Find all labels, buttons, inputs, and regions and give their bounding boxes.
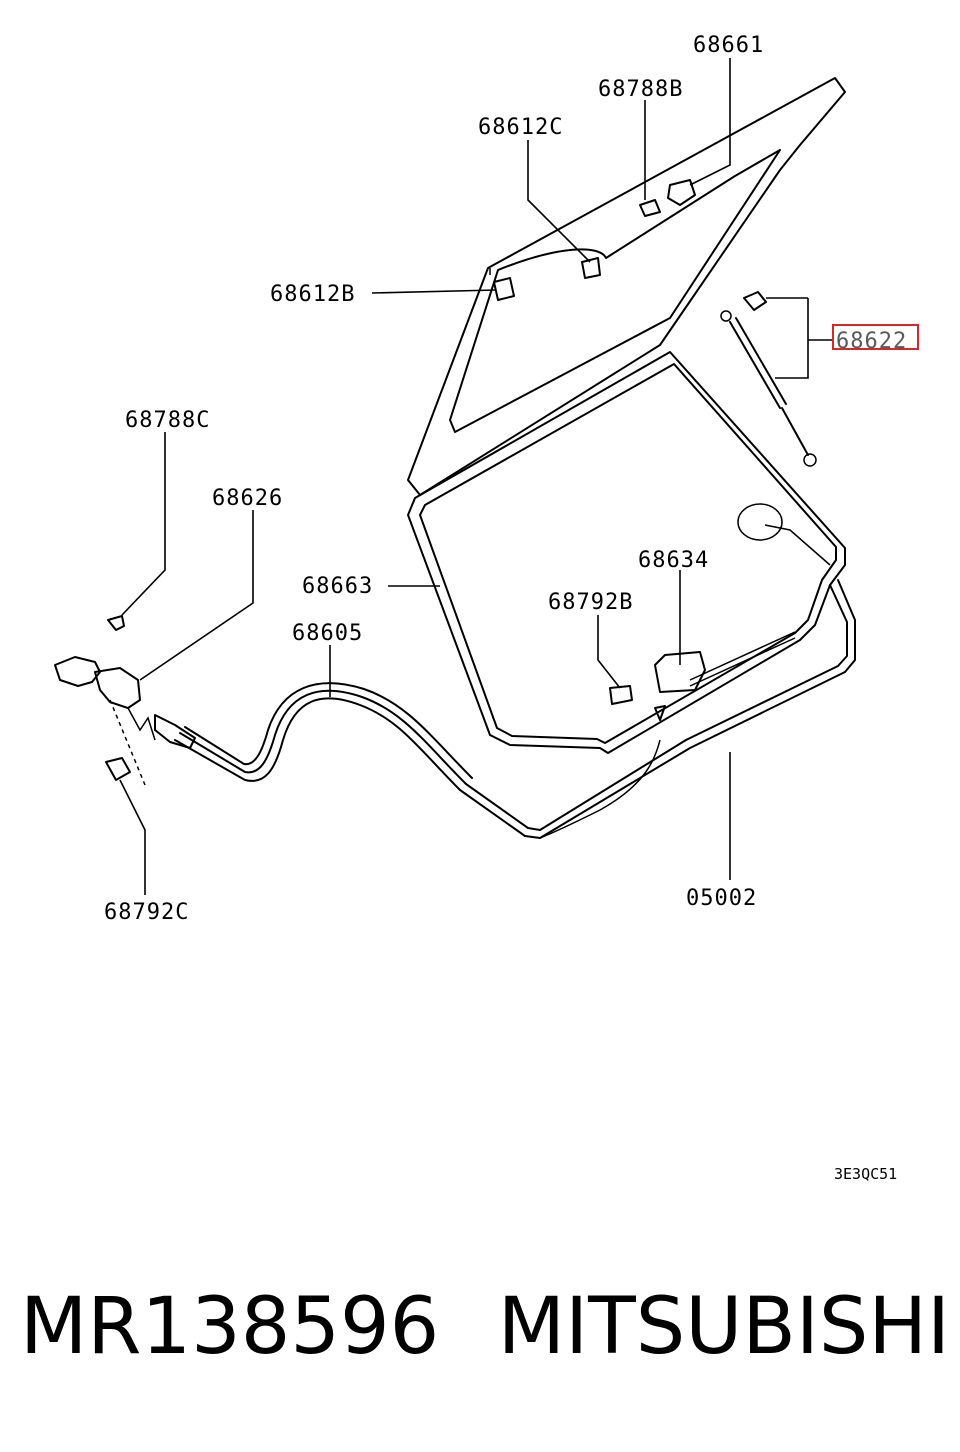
label-68634: 68634 <box>638 548 709 573</box>
brand-name: MITSUBISHI <box>497 1282 950 1372</box>
tailgate-door <box>407 77 846 496</box>
footer-caption: MR138596 MITSUBISHI <box>20 1288 950 1366</box>
label-68788B: 68788B <box>598 77 683 102</box>
highlight-box-68622 <box>832 324 919 350</box>
wire-harness-68605 <box>174 682 473 791</box>
label-68605: 68605 <box>292 621 363 646</box>
label-68661: 68661 <box>693 33 764 58</box>
label-05002: 05002 <box>686 886 757 911</box>
label-68788C: 68788C <box>125 408 210 433</box>
wire-harness-05002 <box>459 579 856 839</box>
fasteners <box>105 179 696 781</box>
label-68626: 68626 <box>212 486 283 511</box>
gas-strut-68622 <box>720 291 817 467</box>
weatherstrip <box>407 351 846 754</box>
label-68792B: 68792B <box>548 590 633 615</box>
label-68612C: 68612C <box>478 115 563 140</box>
label-68792C: 68792C <box>104 900 189 925</box>
part-number: MR138596 <box>20 1282 440 1372</box>
latch-assembly-68626 <box>54 656 196 786</box>
leader-lines <box>119 58 834 895</box>
label-68622: 68622 <box>836 329 907 354</box>
diagram-code: 3E3QC51 <box>834 1165 897 1183</box>
lock-assembly-68634 <box>654 503 831 693</box>
label-68612B: 68612B <box>270 282 355 307</box>
label-68663: 68663 <box>302 574 373 599</box>
callout-labels: 68661 68788B 68612C 68612B 68622 68788C … <box>104 33 919 1183</box>
